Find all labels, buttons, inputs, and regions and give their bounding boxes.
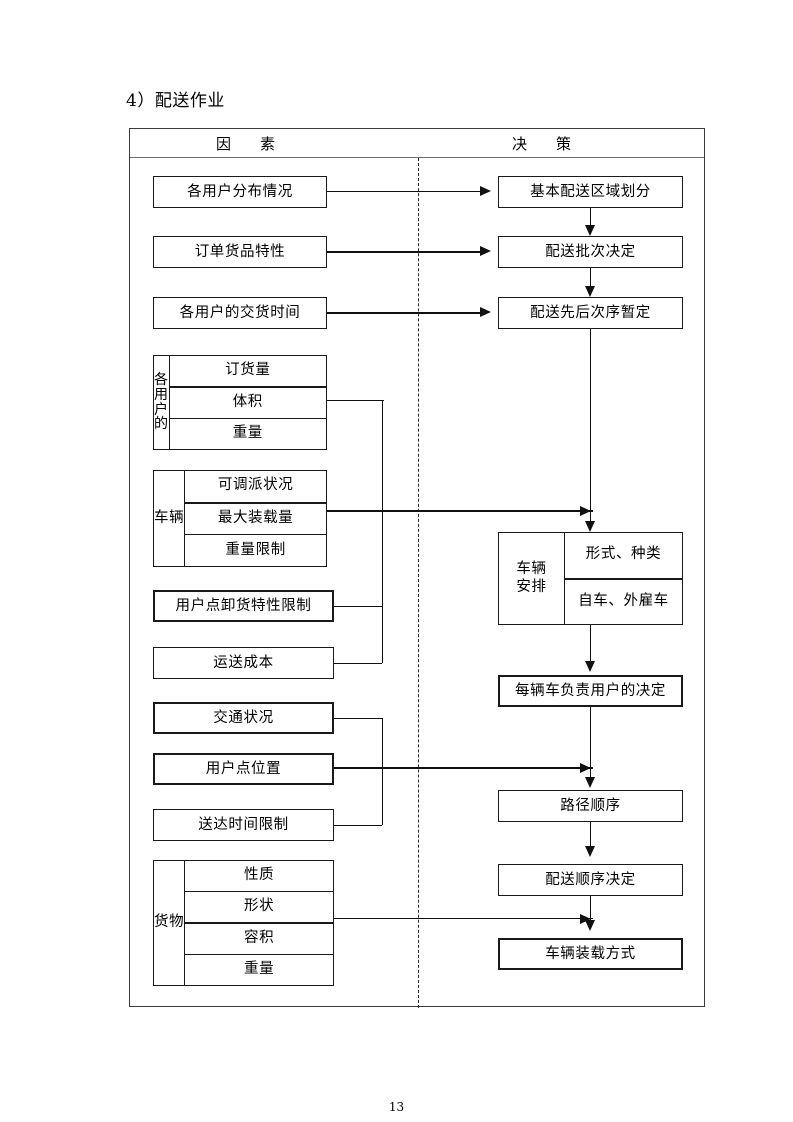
connector-factor1-to-decision1 <box>327 191 486 193</box>
decision-row-own-or-hired[interactable]: 自车、外雇车 <box>578 592 669 609</box>
factor-box-order-goods-attributes[interactable]: 订单货品特性 <box>153 236 327 268</box>
factor-row-cargo-capacity[interactable]: 容积 <box>185 924 333 955</box>
decision-row-vehicle-type[interactable]: 形式、种类 <box>565 533 682 580</box>
factor-box-traffic-condition[interactable]: 交通状况 <box>153 702 334 734</box>
factor-box-customer-location[interactable]: 用户点位置 <box>153 753 334 785</box>
connector-decision3-to-vehicle-arrangement <box>590 329 592 523</box>
connector-merged-to-vehicle-arrangement <box>327 510 593 513</box>
decision-box-batch-decision[interactable]: 配送批次决定 <box>498 236 683 268</box>
decision-box-basic-zoning[interactable]: 基本配送区域划分 <box>498 176 683 208</box>
factor-box-transport-cost[interactable]: 运送成本 <box>153 647 334 679</box>
factor-group-cargo-label: 货物 <box>154 861 186 985</box>
decision-group-vehicle-arrangement[interactable]: 车辆 安排 形式、种类 自车、外雇车 <box>498 532 683 625</box>
group-label-char: 户 <box>154 401 169 418</box>
group-label-line: 车辆 <box>516 561 547 578</box>
factor-row-cargo-nature[interactable]: 性质 <box>185 861 333 892</box>
factor-row-cargo-weight[interactable]: 重量 <box>244 961 275 978</box>
factor-group-cargo[interactable]: 货物 性质 形状 容积 重量 <box>153 860 334 986</box>
arrow-right-factor3 <box>480 307 491 317</box>
connector-factor2-to-decision2 <box>327 251 486 254</box>
decision-box-loading-method[interactable]: 车辆装载方式 <box>498 938 683 970</box>
factor-box-delivery-time[interactable]: 各用户的交货时间 <box>153 297 327 329</box>
arrow-down-to-assignment <box>585 661 595 672</box>
factor-group-vehicle-label: 车辆 <box>154 471 186 566</box>
arrow-right-to-loading <box>580 914 591 924</box>
connector-route-to-delivery-order <box>590 822 592 847</box>
group-label-char: 的 <box>154 416 169 433</box>
decision-box-vehicle-customer-assignment[interactable]: 每辆车负责用户的决定 <box>498 675 683 707</box>
connector-arrival-limit-out <box>334 825 382 827</box>
factor-row-cargo-shape[interactable]: 形状 <box>185 892 333 924</box>
column-header-decision: 决 策 <box>512 135 579 153</box>
column-header-factor: 因 素 <box>216 135 283 153</box>
connector-customer-demand-out <box>327 400 384 402</box>
connector-traffic-out <box>334 718 382 720</box>
decision-box-delivery-order[interactable]: 配送顺序决定 <box>498 864 683 896</box>
connector-factor3-to-decision3 <box>327 312 486 315</box>
arrow-right-factor1 <box>480 186 491 196</box>
connector-route-riser <box>382 718 384 825</box>
connector-decision2-to-decision3 <box>590 268 592 289</box>
connector-assignment-to-route <box>590 707 592 778</box>
column-divider <box>418 158 419 1008</box>
connector-transport-cost-out <box>334 663 382 665</box>
factor-row-order-quantity[interactable]: 订货量 <box>169 356 326 388</box>
connector-vehicle-arrangement-to-assignment <box>590 625 592 662</box>
decision-group-vehicle-arrangement-label: 车辆 安排 <box>499 533 565 624</box>
connector-cargo-to-loading <box>334 918 593 920</box>
connector-cost-riser <box>382 511 384 663</box>
arrow-down-to-delivery-order <box>585 846 595 857</box>
factor-group-customer-demand[interactable]: 各 用 户 的 订货量 体积 重量 <box>153 355 327 450</box>
arrow-down-to-vehicle-arrangement <box>585 521 595 532</box>
factor-box-user-distribution[interactable]: 各用户分布情况 <box>153 176 327 208</box>
page-number: 13 <box>388 1100 405 1114</box>
decision-box-sequence-tentative[interactable]: 配送先后次序暂定 <box>498 297 683 329</box>
factor-box-unloading-constraints[interactable]: 用户点卸货特性限制 <box>153 590 334 622</box>
flowchart-frame: 因 素 决 策 各用户分布情况 订单货品特性 各用户的交货时间 各 用 户 的 … <box>129 128 705 1008</box>
factor-row-max-load[interactable]: 最大装载量 <box>185 504 326 536</box>
factor-row-weight-limit[interactable]: 重量限制 <box>225 541 286 558</box>
connector-customer-location-to-route <box>334 767 593 770</box>
arrow-down-to-loading <box>585 920 595 931</box>
connector-unloading-out <box>334 606 382 608</box>
factor-row-dispatch-status[interactable]: 可调派状况 <box>185 471 326 504</box>
page-title: 4）配送作业 <box>126 91 225 111</box>
flowchart-header-band: 因 素 决 策 <box>130 129 704 158</box>
connector-customer-demand-down <box>382 400 384 512</box>
arrow-down-to-route <box>585 777 595 788</box>
factor-group-customer-demand-label: 各 用 户 的 <box>154 356 170 449</box>
group-label-line: 安排 <box>516 578 547 595</box>
arrow-right-merged-vehicle <box>580 506 591 516</box>
factor-box-arrival-time-limit[interactable]: 送达时间限制 <box>153 809 334 841</box>
arrow-right-to-route <box>580 763 591 773</box>
factor-group-vehicle[interactable]: 车辆 可调派状况 最大装载量 重量限制 <box>153 470 327 567</box>
connector-decision1-to-decision2 <box>590 208 592 228</box>
decision-box-route-sequence[interactable]: 路径顺序 <box>498 790 683 822</box>
arrow-right-factor2 <box>480 246 491 256</box>
factor-row-weight[interactable]: 重量 <box>232 425 263 442</box>
arrow-down-decision1 <box>585 225 595 236</box>
connector-delivery-order-to-loading <box>590 896 592 921</box>
group-label-char: 各 <box>154 372 169 389</box>
factor-row-volume[interactable]: 体积 <box>169 388 326 419</box>
group-label-char: 用 <box>154 386 169 403</box>
arrow-down-decision2 <box>585 286 595 297</box>
